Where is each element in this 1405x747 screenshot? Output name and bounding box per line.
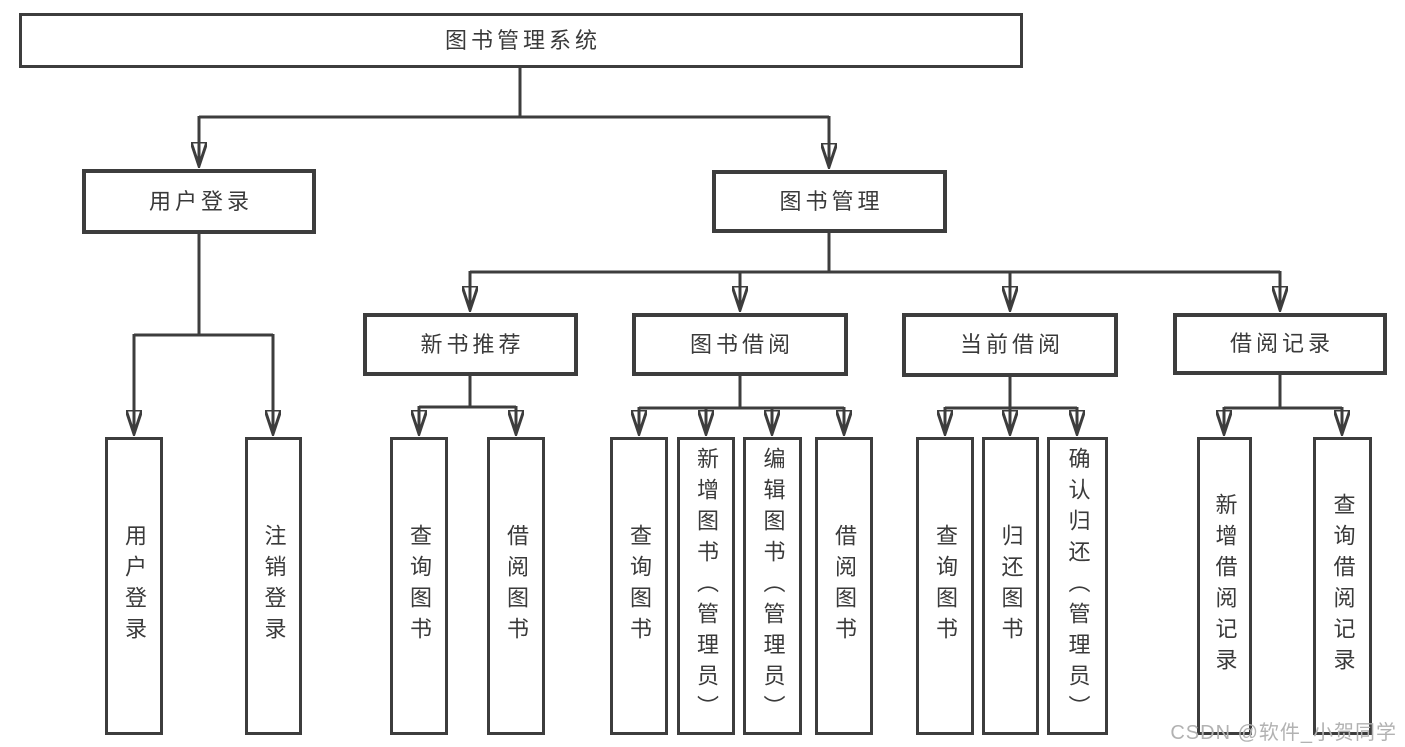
- node-new-book-recommend: 新书推荐: [363, 313, 578, 376]
- csdn-watermark: CSDN @软件_小贺同学: [1170, 722, 1397, 744]
- node-label: 新增借阅记录: [1212, 493, 1238, 679]
- leaf-query-books-current: 查询图书: [916, 437, 974, 735]
- leaf-query-books-borrow: 查询图书: [610, 437, 668, 735]
- node-label: 查询图书: [627, 524, 652, 648]
- leaf-query-books-recommend: 查询图书: [390, 437, 448, 735]
- node-label: 用户登录: [122, 524, 147, 648]
- node-label: 编辑图书（管理员）: [760, 446, 786, 726]
- node-label: 借阅记录: [1229, 331, 1334, 356]
- node-label: 借阅图书: [504, 524, 529, 648]
- node-label: 当前借阅: [959, 332, 1064, 357]
- node-label: 查询图书: [933, 524, 958, 648]
- node-root-system: 图书管理系统: [19, 13, 1023, 68]
- leaf-confirm-return-admin: 确认归还（管理员）: [1047, 437, 1108, 735]
- node-label: 图书借阅: [689, 331, 794, 357]
- node-user-login: 用户登录: [82, 169, 316, 234]
- node-label: 新书推荐: [420, 331, 525, 357]
- node-label: 借阅图书: [832, 524, 857, 648]
- node-label: 用户登录: [148, 188, 253, 214]
- leaf-return-books: 归还图书: [982, 437, 1039, 735]
- node-label: 查询借阅记录: [1330, 493, 1356, 679]
- node-current-borrowing: 当前借阅: [902, 313, 1118, 377]
- leaf-user-login: 用户登录: [105, 437, 163, 735]
- leaf-query-borrow-record: 查询借阅记录: [1313, 437, 1372, 735]
- node-label: 查询图书: [407, 524, 432, 648]
- node-label: 图书管理: [779, 188, 884, 214]
- node-label: 注销登录: [261, 524, 287, 648]
- leaf-logout: 注销登录: [245, 437, 302, 735]
- leaf-borrow-books-recommend: 借阅图书: [487, 437, 545, 735]
- leaf-edit-books-admin: 编辑图书（管理员）: [743, 437, 802, 735]
- node-borrowing-records: 借阅记录: [1173, 313, 1387, 375]
- node-label: 归还图书: [998, 524, 1024, 648]
- leaf-borrow-books: 借阅图书: [815, 437, 873, 735]
- node-label: 图书管理系统: [444, 27, 601, 53]
- node-book-management: 图书管理: [712, 170, 947, 233]
- leaf-add-borrow-record: 新增借阅记录: [1197, 437, 1252, 735]
- node-label: 确认归还（管理员）: [1065, 446, 1091, 726]
- leaf-add-books-admin: 新增图书（管理员）: [677, 437, 735, 735]
- node-label: 新增图书（管理员）: [694, 446, 719, 726]
- node-book-borrowing: 图书借阅: [632, 313, 848, 376]
